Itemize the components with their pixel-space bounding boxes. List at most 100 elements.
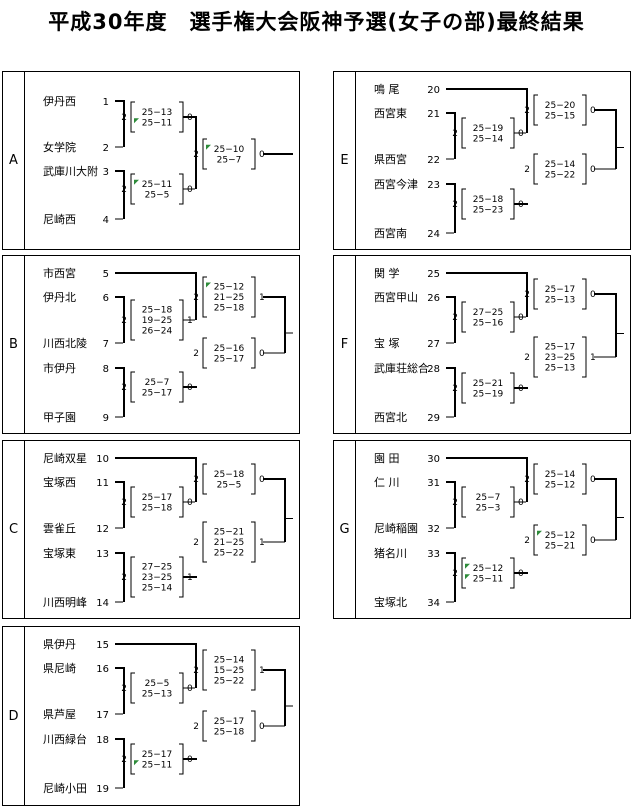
block-letter: G [334,441,356,618]
set-score: 25−18 [142,503,173,513]
seed-number: 7 [103,339,109,350]
team-name: 武庫荘総合 [374,361,429,375]
set-score: 25−16 [214,344,245,354]
set-score: 25−18 [214,470,245,480]
sets-won-bottom: 0 [259,722,265,732]
set-score: 25−14 [142,584,173,594]
sets-won-bottom: 0 [187,185,193,195]
block-letter: B [3,256,25,433]
sets-won-top: 2 [452,313,458,323]
block-letter: F [334,256,356,433]
set-score: 25−14 [545,160,576,170]
marker-icon [206,144,211,150]
team-name: 川西緑台 [43,732,87,746]
set-score: 25−13 [545,295,575,305]
seed-number: 31 [427,478,440,489]
sets-won-top: 2 [524,475,530,485]
set-score: 25−21 [473,379,503,389]
team-name: 伊丹西 [43,95,76,108]
team-name: 宝塚西 [43,475,76,489]
set-score: 25−17 [142,750,172,760]
sets-won-top: 2 [193,666,199,676]
seed-number: 13 [96,549,109,560]
team-name: 園 田 [374,452,400,465]
seed-number: 28 [427,364,440,375]
set-score: 25−13 [545,364,575,374]
set-score: 15−25 [214,666,244,676]
seed-number: 18 [96,735,109,746]
set-score: 23−25 [545,353,575,363]
set-score: 27−25 [473,308,503,318]
set-score: 25−11 [142,118,172,128]
seed-number: 17 [96,710,109,721]
set-score: 25−5 [145,190,170,200]
set-score: 25−7 [217,155,242,165]
set-score: 25−13 [142,108,172,118]
sets-won-bottom: 0 [187,684,193,694]
set-score: 25−11 [473,574,503,584]
team-name: 県尼崎 [43,661,76,675]
set-score: 27−25 [142,563,172,573]
set-score: 25−18 [214,727,245,737]
sets-won-top: 2 [193,722,199,732]
seed-number: 9 [103,413,109,424]
seed-number: 10 [96,454,109,465]
seed-number: 8 [103,364,109,375]
sets-won-top: 2 [452,384,458,394]
set-score: 19−25 [142,316,172,326]
set-score: 26−24 [142,327,173,337]
team-name: 西宮北 [374,410,407,424]
sets-won-bottom: 0 [590,536,596,546]
team-name: 尼崎双星 [43,451,87,465]
set-score: 25−19 [473,124,504,134]
set-score: 25−7 [145,378,170,388]
seed-number: 20 [427,85,440,96]
team-name: 県芦屋 [43,708,76,721]
marker-icon [465,563,470,569]
set-score: 25−22 [545,170,575,180]
set-score: 25−21 [214,528,244,538]
block-letter: A [3,72,25,249]
set-score: 25−5 [145,679,170,689]
set-score: 25−16 [473,318,504,328]
sets-won-bottom: 0 [259,475,265,485]
sets-won-top: 2 [121,573,127,583]
team-name: 川西明峰 [43,596,87,609]
bracket-block-a: A 伊丹西1女学院2武庫川大附3尼崎西42025−1325−112025−112… [2,71,300,250]
team-name: 宝 塚 [374,336,400,350]
seed-number: 19 [96,784,109,795]
set-score: 25−18 [214,304,245,314]
team-name: 尼崎西 [43,212,76,226]
block-letter: E [334,72,356,249]
sets-won-top: 2 [121,113,127,123]
marker-icon [465,574,470,580]
seed-number: 29 [427,413,440,424]
set-score: 25−12 [545,531,575,541]
marker-icon [134,118,139,124]
set-score: 25−23 [473,205,503,215]
set-score: 25−17 [214,717,244,727]
team-name: 西宮今津 [374,177,418,191]
set-score: 21−25 [214,293,244,303]
team-name: 県伊丹 [43,638,76,651]
sets-won-bottom: 0 [590,475,596,485]
set-score: 25−17 [142,493,172,503]
set-score: 25−11 [142,180,172,190]
sets-won-top: 2 [193,538,199,548]
set-score: 25−18 [473,195,504,205]
set-score: 25−14 [545,470,576,480]
set-score: 25−22 [214,549,244,559]
